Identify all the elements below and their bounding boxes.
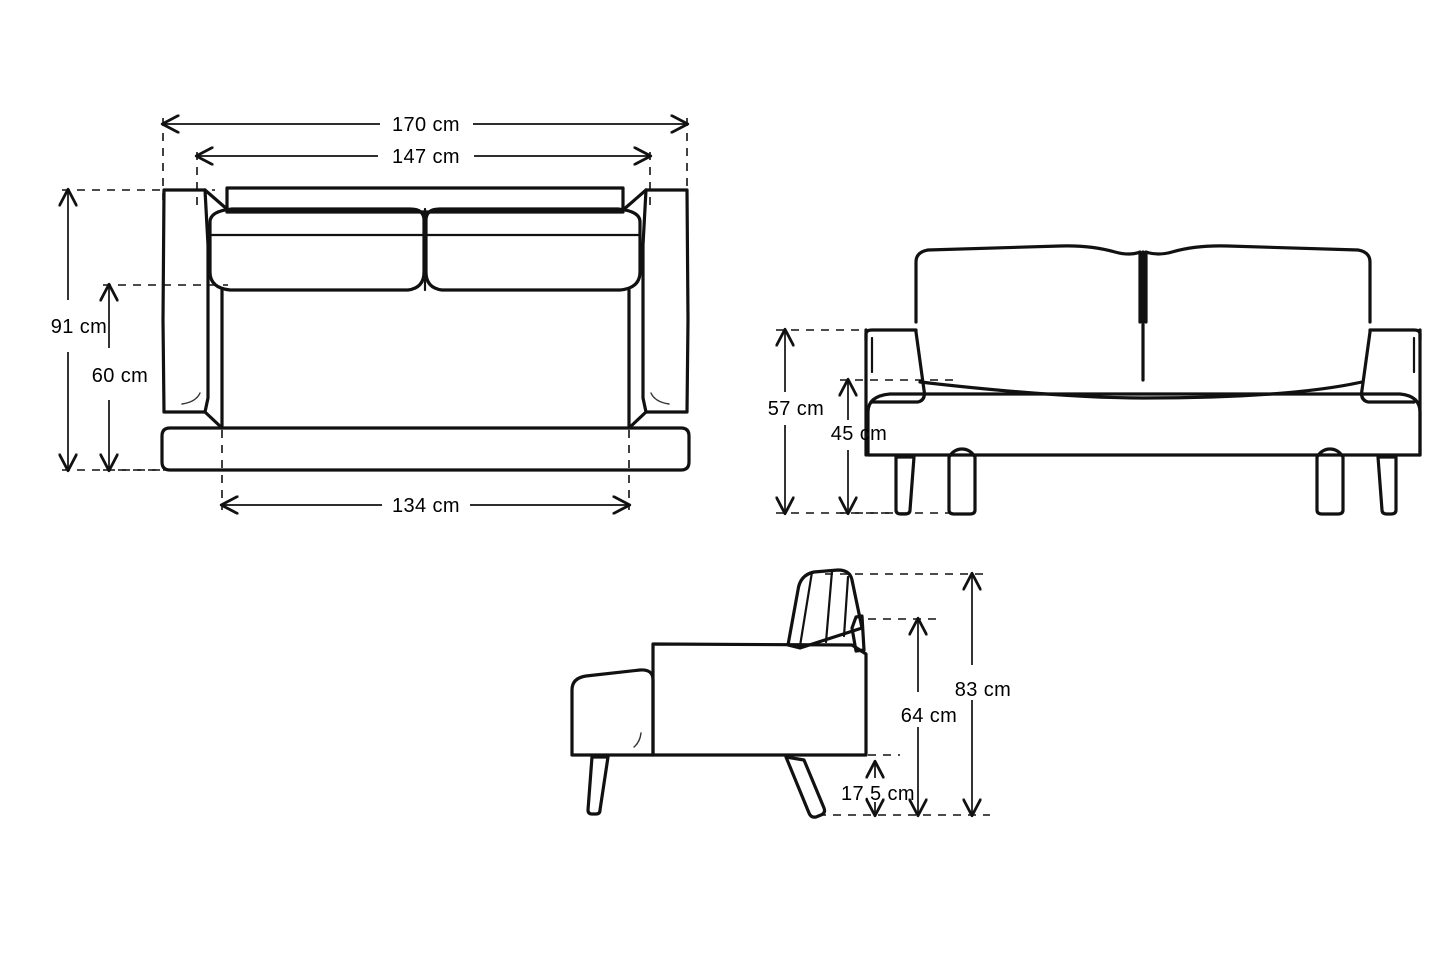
- dimension-front-arm-height: 57 cm: [768, 330, 824, 513]
- plan-back-rail: [225, 186, 625, 214]
- plan-left-arm-crease: [181, 392, 201, 405]
- dim-label-17-5: 17.5 cm: [841, 783, 915, 805]
- dimension-plan-overall-depth: 91 cm: [51, 190, 107, 470]
- dim-label-147: 147 cm: [392, 146, 460, 168]
- front-back-cushion-right: [1144, 244, 1372, 324]
- front-leg-3: [1315, 447, 1345, 516]
- front-seat-top-edge: [918, 380, 1364, 400]
- side-back-cushion-seam-3: [842, 575, 850, 638]
- dimension-plan-seat-width: 134 cm: [222, 495, 629, 517]
- side-arm-crease: [633, 732, 642, 748]
- dim-label-170: 170 cm: [392, 114, 460, 136]
- side-back-cushion-seam-1: [798, 570, 814, 648]
- plan-right-arm: [641, 188, 690, 414]
- side-sofa-outline: [570, 568, 868, 819]
- dim-label-60: 60 cm: [92, 365, 148, 387]
- front-sofa-outline: [864, 244, 1422, 516]
- plan-left-arm-taper: [203, 188, 230, 212]
- dim-label-91: 91 cm: [51, 316, 107, 338]
- plan-right-arm-bottom-taper: [627, 410, 648, 430]
- dimension-plan-inner-width: 147 cm: [197, 146, 650, 168]
- dim-label-45: 45 cm: [831, 423, 887, 445]
- side-back-cushion-seam-2: [824, 569, 834, 644]
- front-leg-1: [894, 455, 916, 516]
- front-back-cushion-left: [914, 244, 1142, 324]
- dimension-side-leg-height: 17.5 cm: [841, 762, 915, 815]
- plan-view: 170 cm 147 cm 91 cm 60 cm 134 cm: [51, 114, 691, 517]
- front-leg-4: [1376, 455, 1398, 516]
- side-extension-lines: [818, 573, 990, 816]
- dimension-plan-inner-depth: 60 cm: [92, 285, 148, 470]
- plan-sofa-outline: [160, 186, 691, 472]
- dim-label-134: 134 cm: [392, 495, 460, 517]
- dimension-side-arm-height: 64 cm: [901, 619, 957, 815]
- dim-label-57: 57 cm: [768, 398, 824, 420]
- dimension-front-seat-height: 45 cm: [831, 380, 887, 513]
- side-view: 83 cm 64 cm 17.5 cm: [570, 568, 1011, 819]
- dim-label-64: 64 cm: [901, 705, 957, 727]
- dim-label-83: 83 cm: [955, 679, 1011, 701]
- plan-left-arm: [161, 188, 210, 414]
- plan-left-arm-bottom-taper: [203, 410, 224, 430]
- front-view: 57 cm 45 cm: [768, 244, 1422, 516]
- plan-right-arm-taper: [621, 188, 648, 212]
- front-seat-base: [866, 392, 1422, 457]
- dimension-plan-overall-width: 170 cm: [163, 114, 687, 136]
- side-leg-front: [586, 755, 610, 816]
- side-back-cushion: [786, 568, 864, 650]
- plan-right-arm-crease: [650, 392, 670, 405]
- plan-front-rail: [160, 426, 691, 472]
- dimension-side-total-height: 83 cm: [955, 574, 1011, 815]
- front-extension-lines: [776, 329, 960, 514]
